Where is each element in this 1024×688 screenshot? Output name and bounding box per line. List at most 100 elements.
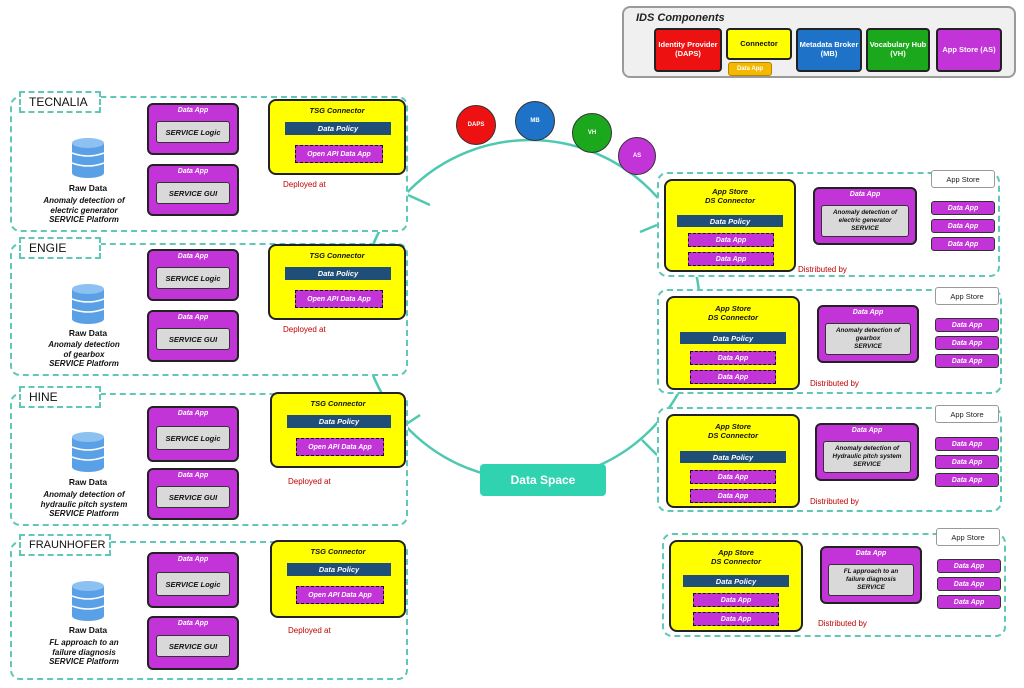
connector-title-line: DS Connector [710, 557, 761, 566]
store-data-app[interactable]: Data App [935, 318, 999, 332]
dashed-data-app: Data App [693, 612, 779, 626]
open-api-data-app: Open API Data App [296, 586, 384, 604]
desc-line: Anomaly detection of [43, 490, 125, 499]
legend-item-connector: Connector [726, 28, 792, 60]
data-policy-bar: Data Policy [287, 563, 391, 576]
connector-title: TSG Connector [310, 399, 366, 408]
service-line: SERVICE [854, 342, 882, 350]
app-store-tag: App Store [935, 405, 999, 423]
service-logic-box: SERVICE Logic [156, 267, 230, 289]
connector-title-line: DS Connector [704, 196, 755, 205]
open-api-data-app: Open API Data App [295, 290, 383, 308]
desc-line: Anomaly detection [48, 340, 120, 349]
service-logic-app[interactable]: Data App SERVICE Logic [147, 552, 239, 608]
service-gui-box: SERVICE GUI [156, 635, 230, 657]
store-data-app[interactable]: Data App [937, 559, 1001, 573]
deployed-at-label: Deployed at [288, 626, 331, 635]
connector-title: TSG Connector [309, 106, 365, 115]
data-app-title: Data App [849, 191, 881, 198]
data-app-title: Data App [177, 168, 209, 175]
service-line: failure diagnosis [845, 576, 897, 584]
service-gui-app[interactable]: Data App SERVICE GUI [147, 468, 239, 520]
service-line: SERVICE [851, 224, 879, 232]
store-data-app[interactable]: Data App [935, 455, 999, 469]
service-gui-app[interactable]: Data App SERVICE GUI [147, 164, 239, 216]
connector-title: TSG Connector [310, 547, 366, 556]
service-line: Hydraulic pitch system [832, 453, 902, 461]
tsg-connector[interactable]: TSG Connector Data Policy Open API Data … [270, 540, 406, 618]
database-icon [70, 580, 106, 622]
store-data-app[interactable]: Data App [931, 237, 995, 251]
dashed-data-app: Data App [690, 489, 776, 503]
service-line: Anomaly detection of [835, 327, 901, 335]
store-data-app[interactable]: Data App [935, 473, 999, 487]
daps-node: DAPS [456, 105, 496, 145]
service-logic-box: SERVICE Logic [156, 426, 230, 450]
service-logic-app[interactable]: Data App SERVICE Logic [147, 249, 239, 301]
store-data-app[interactable]: Data App [937, 577, 1001, 591]
raw-data-label: Raw Data [68, 477, 108, 487]
store-data-app[interactable]: Data App [935, 437, 999, 451]
deployed-at-label: Deployed at [283, 180, 326, 189]
service-gui-app[interactable]: Data App SERVICE GUI [147, 616, 239, 670]
database-icon [70, 431, 106, 473]
open-api-data-app: Open API Data App [296, 438, 384, 456]
service-gui-box: SERVICE GUI [156, 182, 230, 204]
desc-line: of gearbox [63, 349, 105, 359]
store-data-app[interactable]: Data App [935, 336, 999, 350]
raw-data-label: Raw Data [68, 183, 108, 193]
store-data-app[interactable]: Data App [931, 201, 995, 215]
desc-line: failure diagnosis [52, 647, 116, 657]
tsg-connector[interactable]: TSG Connector Data Policy Open API Data … [268, 244, 406, 320]
service-platform-desc: Anomaly detection of electric generator … [20, 196, 148, 225]
org-label-hine: HINE [19, 386, 101, 408]
tsg-connector[interactable]: TSG Connector Data Policy Open API Data … [270, 392, 406, 468]
data-policy-bar: Data Policy [285, 122, 391, 135]
data-space-ring [358, 138, 702, 482]
data-app-title: Data App [177, 620, 209, 627]
org-label-fraunhofer: FRAUNHOFER [19, 534, 111, 556]
legend-connector-sub: Data App [728, 62, 772, 76]
org-label-tecnalia: TECNALIA [19, 91, 101, 113]
app-store-tag: App Store [931, 170, 995, 188]
org-label-engie: ENGIE [19, 237, 101, 259]
data-app-title: Data App [851, 427, 883, 434]
dashed-data-app: Data App [688, 233, 774, 247]
data-policy-bar: Data Policy [683, 575, 789, 587]
store-data-app[interactable]: Data App [935, 354, 999, 368]
deployed-at-label: Deployed at [288, 477, 331, 486]
data-policy-bar: Data Policy [677, 215, 783, 227]
data-app-title: Data App [177, 253, 209, 260]
database-icon [70, 137, 106, 179]
service-line: SERVICE [857, 583, 885, 591]
store-data-app[interactable]: Data App [937, 595, 1001, 609]
store-data-app[interactable]: Data App [931, 219, 995, 233]
service-logic-app[interactable]: Data App SERVICE Logic [147, 406, 239, 462]
desc-line: SERVICE Platform [49, 657, 119, 667]
deployed-at-label: Deployed at [283, 325, 326, 334]
dashed-data-app: Data App [690, 370, 776, 384]
connector-title: TSG Connector [309, 251, 365, 260]
legend-item-mb: Metadata Broker (MB) [796, 28, 862, 72]
dashed-data-app: Data App [690, 351, 776, 365]
tsg-connector[interactable]: TSG Connector Data Policy Open API Data … [268, 99, 406, 175]
service-logic-app[interactable]: Data App SERVICE Logic [147, 103, 239, 155]
service-gui-app[interactable]: Data App SERVICE GUI [147, 310, 239, 362]
data-policy-bar: Data Policy [680, 451, 786, 463]
desc-line: FL approach to an [49, 638, 119, 647]
desc-line: Anomaly detection of [43, 196, 125, 205]
connector-title-line: App Store [712, 187, 748, 196]
as-node: AS [618, 137, 656, 175]
service-line: Anomaly detection of [832, 209, 898, 217]
